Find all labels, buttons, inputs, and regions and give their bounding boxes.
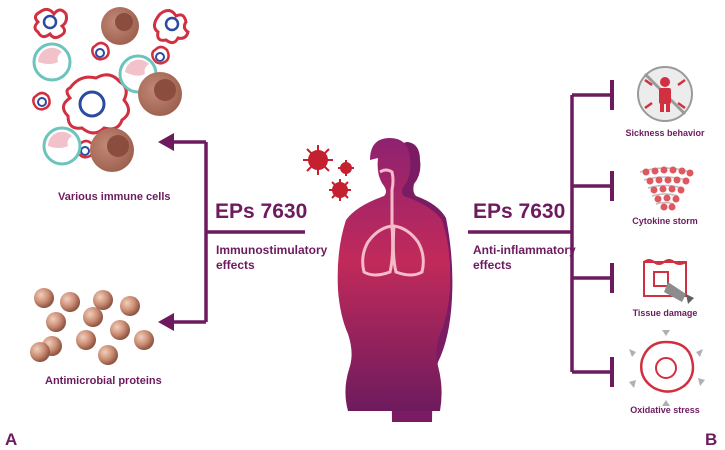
antimicrobial-proteins-icon [30, 288, 154, 365]
right-effect-line1: Anti-inflammatory [473, 243, 576, 257]
left-effect-line2: effects [216, 258, 255, 272]
arrow-to-immune-cells [158, 133, 206, 151]
right-effect-line2: effects [473, 258, 512, 272]
panel-letter-a: A [5, 430, 18, 449]
arrow-to-antimicrobial-proteins [158, 313, 206, 331]
oxidative-stress-icon [629, 330, 705, 406]
antimicrobial-proteins-label: Antimicrobial proteins [45, 375, 162, 387]
tissue-damage-icon [643, 259, 694, 304]
immune-cells-icon [32, 7, 190, 172]
right-ep-title: EPs 7630 [473, 200, 566, 223]
inhibit-oxidative-stress [572, 357, 614, 387]
inhibit-sickness-behavior [572, 80, 614, 110]
right-effect-label: Anti-inflammatory effects [473, 243, 576, 273]
left-effect-label: Immunostimulatory effects [216, 243, 327, 273]
oxidative-stress-label: Oxidative stress [630, 405, 700, 415]
inhibit-cytokine-storm [572, 171, 614, 201]
cytokine-storm-icon [639, 166, 694, 211]
right-connector [468, 95, 574, 372]
sickness-behavior-icon [637, 66, 693, 122]
inhibit-tissue-damage [572, 263, 614, 293]
left-ep-title: EPs 7630 [215, 200, 308, 223]
left-effect-line1: Immunostimulatory [216, 243, 328, 257]
virus-particles-icon [303, 145, 354, 201]
human-silhouette-icon [337, 138, 453, 422]
left-connector [204, 142, 305, 322]
cytokine-storm-label: Cytokine storm [632, 216, 698, 226]
panel-letter-b: B [705, 430, 718, 449]
immune-cells-label: Various immune cells [58, 191, 171, 203]
tissue-damage-label: Tissue damage [632, 308, 698, 318]
sickness-behavior-label: Sickness behavior [625, 128, 705, 138]
